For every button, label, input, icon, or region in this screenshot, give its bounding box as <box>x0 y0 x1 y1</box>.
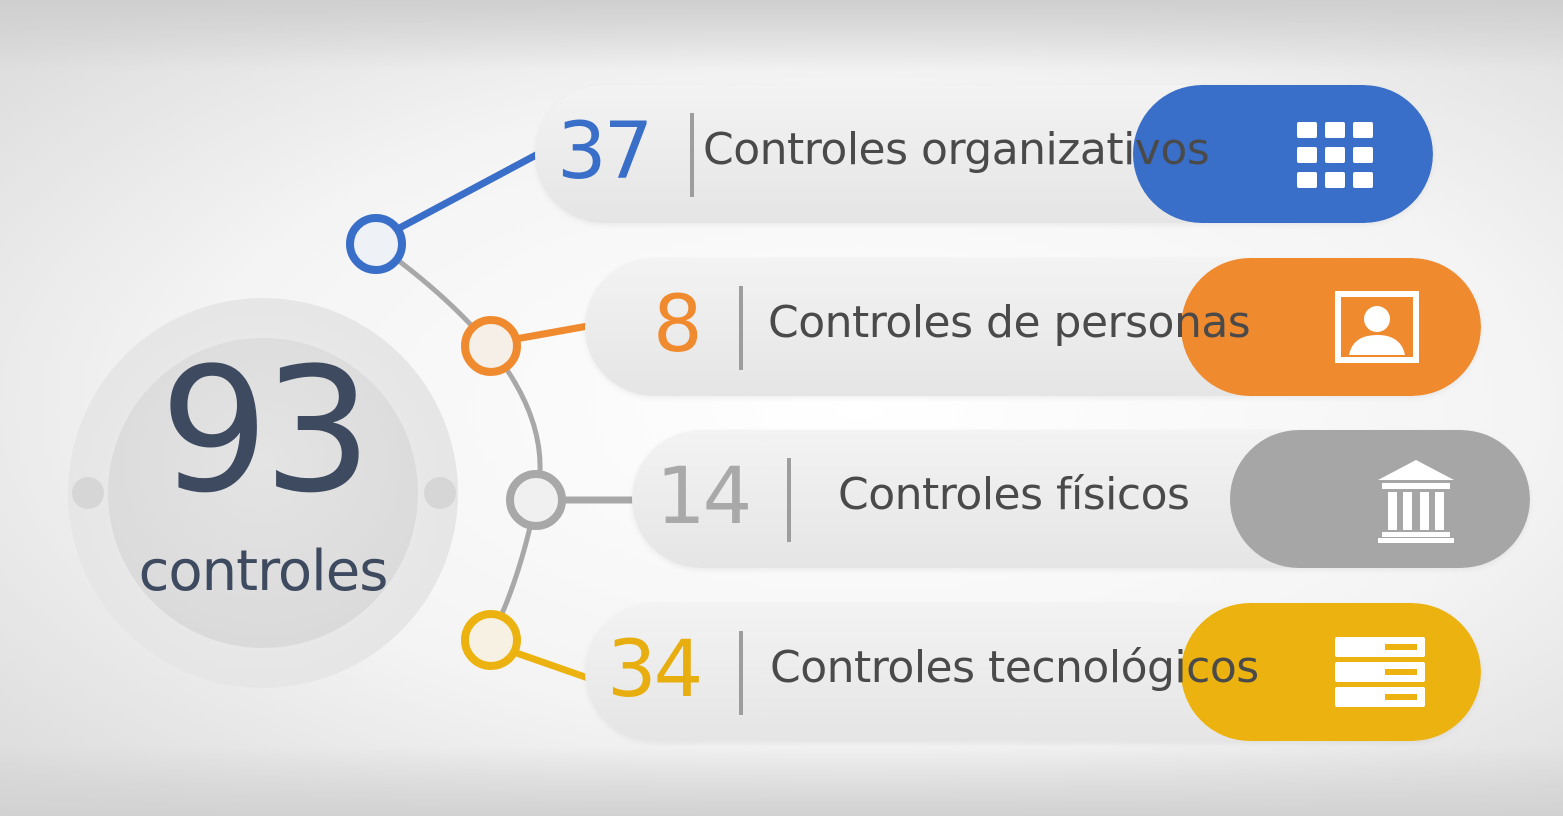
total-number: 93 <box>159 330 373 531</box>
category-label: Controles organizativos <box>703 124 1210 175</box>
total-label: controles <box>138 539 389 604</box>
badge-knob-left <box>72 477 104 509</box>
connector-node-personas <box>461 316 521 376</box>
category-divider <box>787 458 791 542</box>
category-number: 34 <box>607 625 703 715</box>
category-cap <box>1230 430 1530 568</box>
connector-node-tecnologicos <box>461 610 521 670</box>
bottom-shade <box>0 746 1563 816</box>
category-divider <box>690 113 694 197</box>
person-portrait-icon <box>1335 291 1419 363</box>
grid-icon <box>1297 122 1373 188</box>
category-cap <box>1181 603 1481 741</box>
building-columns-icon <box>1378 460 1454 543</box>
category-number: 8 <box>653 280 703 370</box>
category-divider <box>739 631 743 715</box>
category-cap <box>1181 258 1481 396</box>
category-number: 37 <box>557 107 653 197</box>
total-badge-inner <box>108 338 418 648</box>
connector-line-personas <box>506 322 592 344</box>
category-label: Controles tecnológicos <box>770 642 1259 693</box>
connector-node-organizativos <box>346 214 406 274</box>
category-number: 14 <box>656 452 752 542</box>
category-organizativos: 37 Controles organizativos <box>535 85 1433 223</box>
connector-line-tecnologicos <box>504 646 592 682</box>
connector-line-organizativos <box>388 150 542 236</box>
category-tecnologicos: 34 Controles tecnológicos <box>585 603 1481 741</box>
server-stack-icon <box>1335 637 1425 707</box>
category-label: Controles de personas <box>768 297 1251 348</box>
connector-node-fisicos <box>506 470 566 530</box>
category-divider <box>739 286 743 370</box>
category-fisicos: 14 Controles físicos <box>632 430 1530 568</box>
top-shade <box>0 0 1563 70</box>
category-label: Controles físicos <box>838 469 1190 520</box>
badge-knob-right <box>424 477 456 509</box>
category-personas: 8 Controles de personas <box>585 258 1481 396</box>
